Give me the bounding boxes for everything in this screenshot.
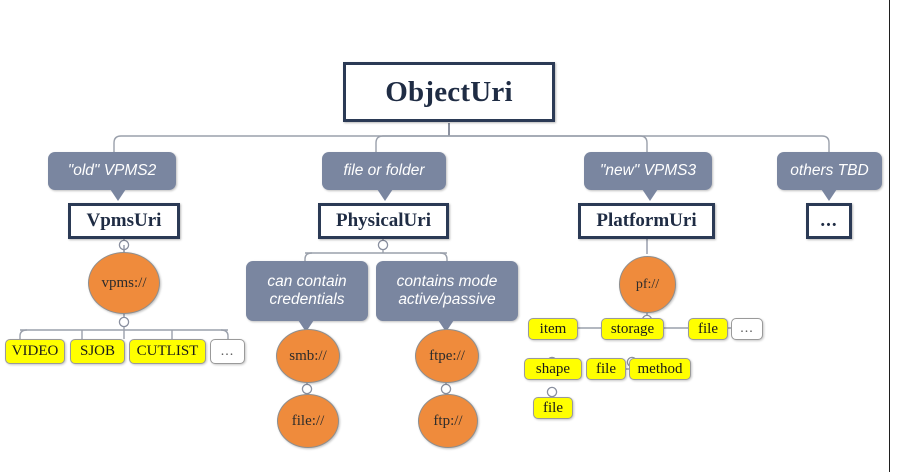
callout-tail-icon: [821, 189, 837, 201]
class-box-physicaluri[interactable]: PhysicalUri: [318, 203, 449, 239]
class-box-platformuri[interactable]: PlatformUri: [578, 203, 715, 239]
class-label: VpmsUri: [86, 210, 162, 231]
ellipse-vpms-scheme[interactable]: vpms://: [88, 252, 160, 314]
leaf-storage-file[interactable]: file: [586, 358, 626, 380]
scheme-label: pf://: [635, 276, 660, 292]
leaf-label: shape: [535, 360, 571, 377]
class-label: ...: [820, 210, 838, 231]
leaf-label: storage: [610, 320, 655, 337]
ellipse-smb-scheme[interactable]: smb://: [276, 329, 340, 383]
callout-text: file or folder: [343, 161, 425, 179]
callout-old-vpms2: "old" VPMS2: [48, 152, 176, 201]
class-box-objecturi[interactable]: ObjectUri: [343, 62, 555, 122]
page-border: [889, 0, 890, 472]
leaf-label: ...: [220, 343, 235, 359]
callout-text: "new" VPMS3: [599, 161, 697, 179]
leaf-label: file: [543, 399, 563, 416]
leaf-label: VIDEO: [11, 343, 59, 359]
class-box-vpmsuri[interactable]: VpmsUri: [68, 203, 180, 239]
callout-line-1: can contain: [267, 272, 347, 290]
leaf-label: SJOB: [79, 343, 116, 359]
callout-text: "old" VPMS2: [67, 161, 157, 179]
leaf-label: CUTLIST: [136, 343, 199, 359]
scheme-label: smb://: [289, 347, 327, 364]
class-label: PlatformUri: [596, 210, 697, 231]
leaf-label: file: [596, 360, 616, 377]
leaf-more-vpms[interactable]: ...: [210, 339, 245, 364]
leaf-label: ...: [740, 321, 754, 336]
leaf-shape-file[interactable]: file: [533, 397, 573, 419]
leaf-shape[interactable]: shape: [524, 358, 582, 380]
leaf-sjob[interactable]: SJOB: [70, 339, 125, 364]
callout-line-2: active/passive: [398, 291, 496, 308]
leaf-storage[interactable]: storage: [601, 318, 664, 340]
scheme-label: file://: [291, 412, 325, 429]
callout-new-vpms3: "new" VPMS3: [584, 152, 712, 201]
callout-tail-icon: [377, 189, 393, 201]
leaf-storage-method[interactable]: method: [629, 358, 691, 380]
scheme-label: vpms://: [101, 274, 147, 291]
class-box-others[interactable]: ...: [806, 203, 852, 239]
callout-tail-icon: [110, 189, 126, 201]
callout-file-or-folder: file or folder: [322, 152, 446, 201]
leaf-more-pf[interactable]: ...: [731, 318, 763, 340]
leaf-cutlist[interactable]: CUTLIST: [129, 339, 206, 364]
ellipse-ftpe-scheme[interactable]: ftpe://: [415, 329, 479, 383]
scheme-label: ftp://: [433, 412, 463, 429]
class-label: ObjectUri: [385, 75, 513, 108]
leaf-label: item: [539, 320, 567, 337]
callout-can-contain-credentials: can contain credentials: [246, 261, 368, 332]
scheme-label: ftpe://: [429, 347, 465, 364]
ellipse-ftp-scheme[interactable]: ftp://: [418, 394, 478, 448]
leaf-label: file: [698, 320, 718, 337]
ellipse-file-scheme[interactable]: file://: [277, 394, 339, 448]
class-label: PhysicalUri: [336, 210, 431, 231]
ellipse-pf-scheme[interactable]: pf://: [619, 256, 676, 313]
leaf-label: method: [637, 360, 683, 377]
callout-others-tbd: others TBD: [777, 152, 882, 201]
callout-line-2: credentials: [269, 291, 345, 308]
callout-tail-icon: [642, 189, 658, 201]
callout-contains-mode: contains mode active/passive: [376, 261, 518, 332]
leaf-item[interactable]: item: [528, 318, 578, 340]
leaf-video[interactable]: VIDEO: [5, 339, 65, 364]
callout-text: others TBD: [790, 161, 869, 179]
leaf-file-pf[interactable]: file: [688, 318, 728, 340]
callout-line-1: contains mode: [396, 272, 498, 290]
